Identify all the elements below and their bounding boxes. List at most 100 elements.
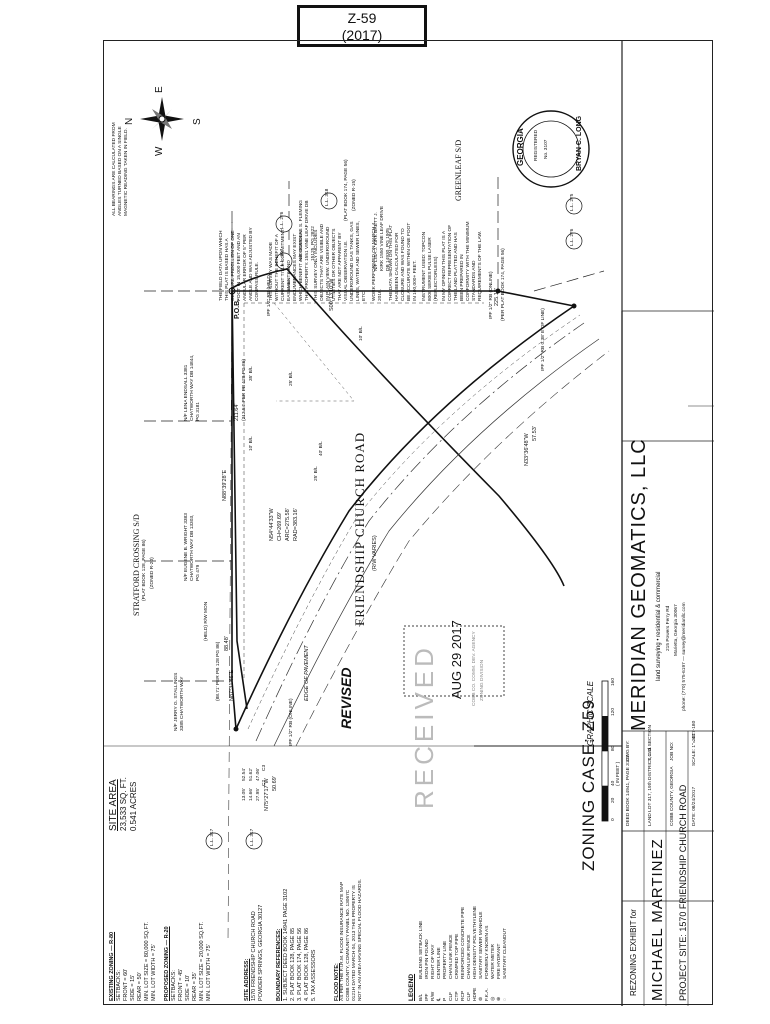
ipf-online-west: IPF 1/2" RB (ONLINE): [289, 698, 294, 746]
rw-monument: (HELD) R/W MON: [204, 601, 209, 641]
company-address: 215 Powers Ferry Rd: [666, 605, 671, 651]
setback-10: 10' B/L: [359, 326, 364, 341]
north-distance: 211.64': [234, 403, 240, 421]
note-closure: THE FIELD DATA UPON WHICH THIS PLAT IS B…: [219, 227, 260, 301]
zoning-line: REAR = 35': [192, 972, 198, 1001]
note-opinion: IN MY OPINION THIS PLAT IS A CORRECT REP…: [442, 221, 483, 302]
small-dim: C2: [262, 779, 267, 786]
address-line: POWDER SPRINGS, GEORGIA 30127: [258, 904, 264, 1001]
date-ref: DATE: 08/24/2017: [692, 786, 697, 826]
ll-276-b: L.L. 276: [570, 228, 575, 246]
east-distance: 225.13': [494, 288, 500, 306]
seal-name: BRYAN C. LONG: [576, 115, 583, 171]
lot-endsall: N/F LENA ENDSALL 3381 CHATWORTH WAY DB 1…: [184, 354, 201, 421]
edge-pavement: [273, 338, 600, 747]
stratford-pb: (PLAT BOOK 128, PAGE 86): [142, 539, 147, 601]
case-code: Z-59: [347, 10, 377, 26]
north-distance-ref: (213.54' PER PB 128 PG 86): [242, 359, 247, 421]
north-bearing: N88°39'28"E: [222, 469, 228, 501]
case-year: (2017): [341, 27, 383, 43]
flood-note-block: FLOOD NOTE: AS PER THE F.I.R.M. FLOOD IN…: [334, 841, 364, 1001]
ref-line: 3. PLAT BOOK 174, PAGE 56: [297, 927, 303, 1001]
edge-pavement-label: EDGE OF PAVEMENT: [304, 645, 310, 701]
west-line: [231, 680, 237, 730]
ll-317: L.L. 317: [280, 248, 285, 266]
deed-ref: DEED BOOK 14941, PAGE 3102: [626, 755, 631, 826]
address-line: 1570 FRIENDSHIP CHURCH ROAD: [251, 911, 257, 1001]
ipf-held: IPF 1/2" RB (HELD): [267, 273, 272, 317]
company-city: Marietta, Georgia 30067: [674, 604, 679, 656]
project-site: PROJECT SITE: 1570 FRIENDSHIP CHURCH ROA…: [678, 784, 688, 1001]
ref-line: 4. PLAT BOOK 128, PAGE 86: [304, 927, 310, 1001]
scale-unit: ( IN FEET ): [616, 761, 621, 786]
land-lot-ref: LAND LOT 317, 19th DISTRICT, 2nd SECTION: [648, 725, 653, 826]
zoning-line: SIDE = 15': [130, 974, 136, 1001]
small-dim: 51.62': [249, 768, 254, 781]
proposed-zoning-title: PROPOSED ZONING — R-20: [164, 926, 170, 1001]
zoning-line: MIN. LOT SIZE = 20,000 SQ.FT.: [199, 921, 205, 1001]
company-contact: phone: (770) 575-6197 — survey@meridianl…: [682, 602, 687, 711]
legend-list: B/LBUILDING SETBACK LINE IPFIRON PIN FOU…: [419, 851, 509, 1001]
scale-tick: 160: [611, 677, 616, 686]
note-objects: THIS SURVEY ONLY INCLUDES OBJECTS THAT A…: [314, 221, 367, 301]
zoning-line: FRONT = 45': [178, 968, 184, 1001]
ref-line: 2. PLAT BOOK 128, PAGE 85: [290, 927, 296, 1001]
site-area-title: SITE AREA: [108, 779, 119, 831]
setback-10b: 10' B/L: [249, 436, 254, 451]
site-address-title: SITE ADDRESS:: [244, 958, 250, 1001]
stratford-zone: (ZONED R-20): [150, 557, 155, 589]
ref-line: 5. TAX ASSESSORS: [311, 949, 317, 1001]
graphic-scale-title: GRAPHIC SCALE: [586, 681, 595, 746]
received-stamp: RECEIVED: [409, 644, 439, 809]
setback-tie: 25' B/L: [314, 466, 319, 481]
boundary-refs-title: BOUNDARY REFERENCES:: [276, 928, 282, 1001]
flood-line: NOT IN AN AREA HAVING SPECIAL FLOOD HAZA…: [358, 879, 363, 1001]
greenleaf-zone: (ZONED R-15): [352, 179, 357, 211]
east-bearing: S00°13'10"W: [329, 278, 335, 311]
stratford-title: STRATFORD CROSSING S/D: [132, 514, 141, 616]
revised-stamp: REVISED: [338, 667, 354, 729]
small-dim: 14.66': [249, 788, 254, 801]
ll-317-b: L.L. 317: [210, 828, 215, 846]
seal-state: GEORGIA: [516, 128, 525, 166]
road-name: FRIENDSHIP CHURCH ROAD: [352, 431, 367, 626]
curve-chord: CH=269.69': [277, 511, 283, 541]
zoning-line: SETBACKS:: [116, 970, 122, 1001]
lot-fleming: N/F DOUGLAS S. FLEMING 1551 VINE LEAF DR…: [299, 199, 316, 261]
parcel-outline: [140, 97, 610, 850]
ll-275: L.L. 275: [570, 193, 575, 211]
lot-wright: N/F EUGENE B. WRIGHT 3383 CHATWORTH WAY …: [184, 513, 201, 581]
ll-317-c: L.L. 317: [250, 828, 255, 846]
legend-title: LEGEND: [408, 973, 415, 1001]
small-dim: C3: [262, 764, 267, 771]
site-address-block: SITE ADDRESS: 1570 FRIENDSHIP CHURCH ROA…: [244, 861, 265, 1001]
ipf-online-east: IPF 1/2" RB (ONLINE): [489, 271, 494, 319]
se-bearing: N33°36'48"W: [524, 433, 530, 466]
west-bearing: N87°31'46"E: [229, 669, 235, 701]
zoning-line: MIN. LOT WIDTH = 75': [151, 944, 157, 1001]
note-data: THE DATA SHOWN ON THIS PLAT HAS BEEN CAL…: [389, 222, 418, 301]
scale-tick: 0: [611, 818, 616, 821]
scale-tick: 80: [611, 745, 616, 751]
legend-block: LEGEND: [408, 851, 415, 1001]
centerline-curve: [255, 322, 585, 742]
stamp-agency: COBB CO. COMM. DEV. AGENCY: [472, 631, 477, 706]
company-tagline: land surveying • residential & commercia…: [656, 571, 662, 681]
dwg-by-value: S.C.D.: [648, 746, 653, 761]
ll-318: L.L. 318: [325, 188, 330, 206]
site-area-block: SITE AREA 23,533 SQ. FT. 0.541 ACRES: [108, 777, 139, 831]
received-date: AUG 29 2017: [449, 620, 464, 699]
compass-north: N: [124, 117, 135, 125]
curve-chord-bearing: N54°44'33"W: [269, 508, 275, 541]
small-dim: 27.95': [256, 788, 261, 801]
setback-35: 35' B/L: [249, 366, 254, 381]
west-distance-ref: (88.71' PER PB 128 PG 86): [216, 641, 221, 701]
site-area-acres: 0.541 ACRES: [129, 781, 138, 831]
zoning-line: MIN. LOT WIDTH = 75': [206, 944, 212, 1001]
legend-item: ◌SANITARY CLEANOUT: [503, 928, 508, 1001]
zoning-line: FRONT = 60': [123, 968, 129, 1001]
job-no-value: 2017-180: [692, 720, 697, 741]
pob-label: P.O.B.: [234, 298, 241, 319]
small-dim: 52.54': [242, 768, 247, 781]
setback-25: 25' B/L: [289, 371, 294, 386]
